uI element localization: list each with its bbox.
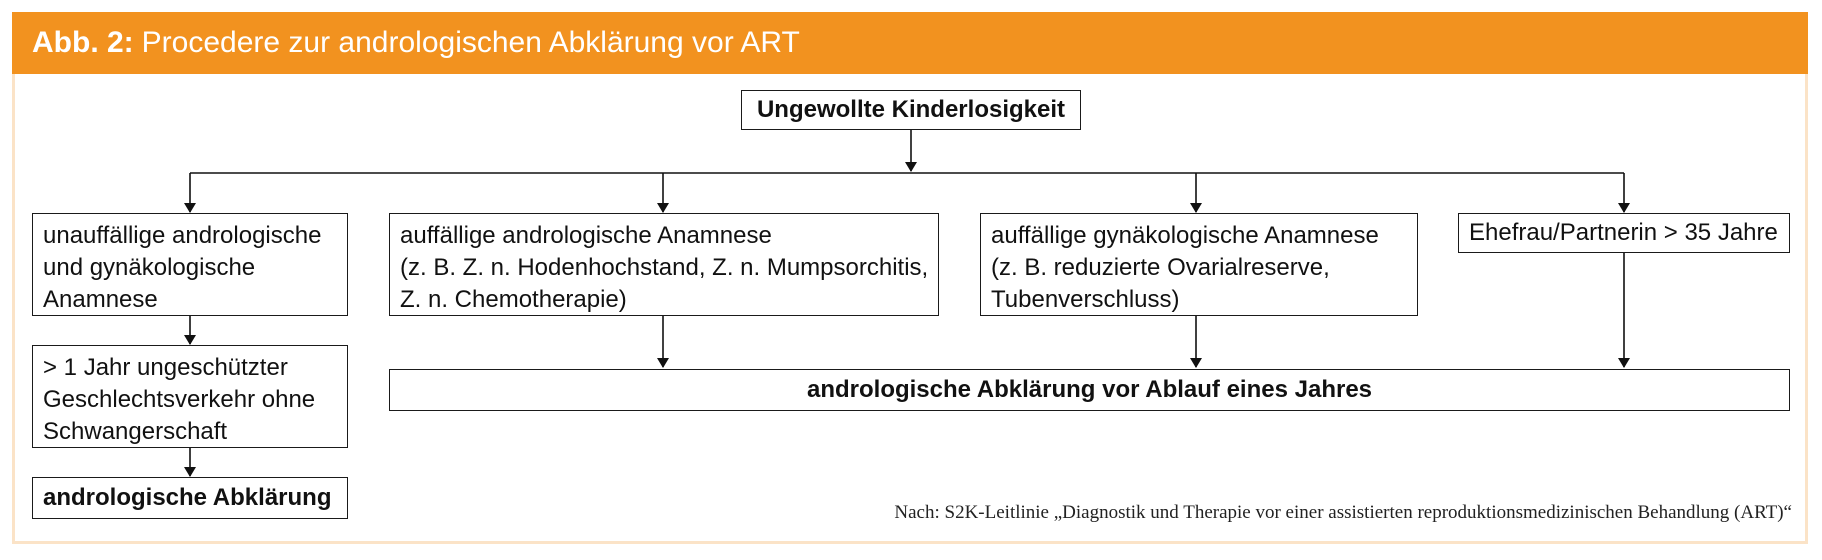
node-branch4: Ehefrau/Partnerin > 35 Jahre [1458, 213, 1790, 253]
node-branch3: auffällige gynäkologische Anamnese (z. B… [980, 213, 1418, 316]
node-branch1-step2-line2: Geschlechtsverkehr ohne [43, 386, 316, 413]
node-branch1-step2: > 1 Jahr ungeschützter Geschlechtsverkeh… [32, 345, 348, 448]
node-branch1-step2-line1: > 1 Jahr ungeschützter [43, 354, 288, 381]
node-branch2-line3: Z. n. Chemotherapie) [400, 286, 627, 313]
node-branch2-line1: auffällige andrologische Anamnese [400, 222, 772, 249]
node-branch1-line1: unauffällige andrologische [43, 222, 322, 249]
node-merge-result: andrologische Abklärung vor Ablauf eines… [389, 369, 1790, 411]
node-root: Ungewollte Kinderlosigkeit [741, 90, 1081, 130]
figure-header: Abb. 2: Procedere zur andrologischen Abk… [12, 12, 1808, 74]
node-branch1: unauffällige andrologische und gynäkolog… [32, 213, 348, 316]
node-branch2-line2: (z. B. Z. n. Hodenhochstand, Z. n. Mumps… [400, 254, 929, 281]
node-branch3-line1: auffällige gynäkologische Anamnese [991, 222, 1379, 249]
node-branch1-result: andrologische Abklärung [32, 477, 348, 519]
node-branch1-step2-line3: Schwangerschaft [43, 418, 228, 445]
node-branch3-line2: (z. B. reduzierte Ovarialreserve, [991, 254, 1330, 281]
node-branch1-line3: Anamnese [43, 286, 158, 313]
figure-label: Abb. 2: [32, 26, 134, 59]
figure-title: Procedere zur andrologischen Abklärung v… [141, 26, 800, 59]
source-note: Nach: S2K-Leitlinie „Diagnostik und Ther… [894, 502, 1792, 523]
node-branch2: auffällige andrologische Anamnese (z. B.… [389, 213, 939, 316]
node-branch1-line2: und gynäkologische [43, 254, 256, 281]
node-branch3-line3: Tubenverschluss) [991, 286, 1180, 313]
